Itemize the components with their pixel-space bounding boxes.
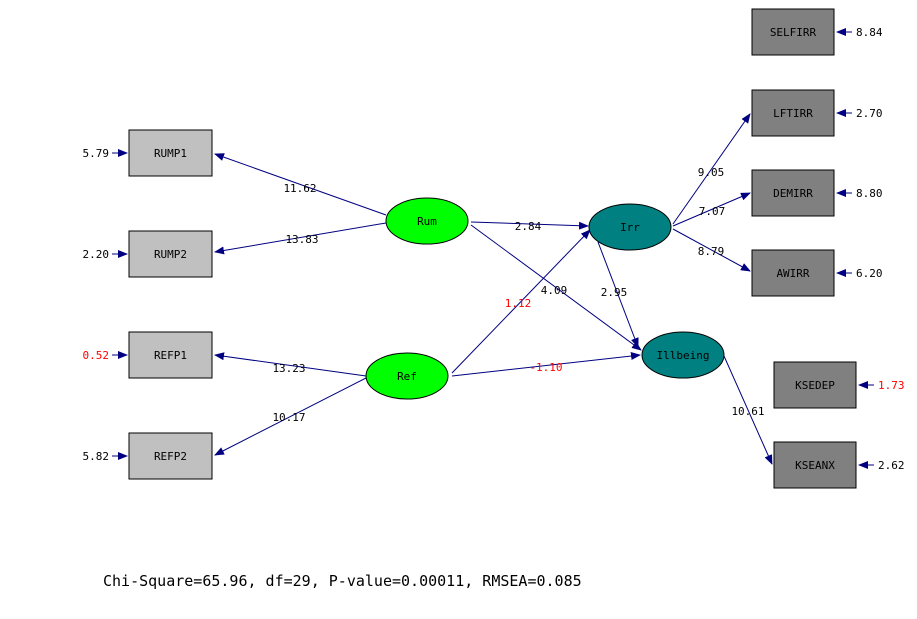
path-ref-to-refp2-coefficient: 10.17	[272, 411, 305, 424]
observed-refp1-label: REFP1	[154, 349, 187, 362]
observed-rump1-label: RUMP1	[154, 147, 187, 160]
path-irr-to-demirr-line	[672, 192, 751, 227]
observed-kseanx-box	[773, 441, 857, 489]
path-illbeing-to-kseanx-coefficient: 10.61	[731, 405, 764, 418]
latent-illbeing-label: Illbeing	[657, 349, 710, 362]
path-illbeing-to-kseanx-line	[723, 355, 773, 465]
observed-refp2-label: REFP2	[154, 450, 187, 463]
observed-lftirr-error-variance: 2.70	[856, 107, 883, 120]
observed-demirr-error-variance: 8.80	[856, 187, 883, 200]
latent-irr-label: Irr	[620, 221, 640, 234]
path-rum-to-rump2-line	[214, 222, 387, 255]
path-ref-to-refp1-coefficient: 13.23	[272, 362, 305, 375]
observed-rump2-label: RUMP2	[154, 248, 187, 261]
path-rum-to-rump1-line	[214, 153, 387, 216]
observed-rump2-error-variance: 2.20	[83, 248, 110, 261]
observed-awirr-label: AWIRR	[776, 267, 809, 280]
path-ref-to-refp2-line	[214, 377, 367, 456]
latent-illbeing-ellipse	[641, 331, 725, 379]
path-ref-to-illbeing-coefficient: -1.10	[529, 361, 562, 374]
labels-layer: 11.62 13.83 13.23 10.17 2.84 4.09 1.12 -1.10 2.9…	[83, 26, 905, 472]
observed-rump1-error-variance: 5.79	[83, 147, 110, 160]
observed-selfirr-label: SELFIRR	[770, 26, 817, 39]
observed-kseanx-label: KSEANX	[795, 459, 835, 472]
fit-statistics: Chi-Square=65.96, df=29, P-value=0.00011…	[103, 572, 582, 590]
observed-lftirr-label: LFTIRR	[773, 107, 813, 120]
observed-refp1-box	[128, 331, 213, 379]
edges-layer	[112, 28, 874, 469]
path-irr-to-awirr-line	[672, 228, 751, 272]
observed-refp2-box	[128, 432, 213, 480]
observed-selfirr-error-variance: 8.84	[856, 26, 883, 39]
path-rum-to-irr-line	[470, 221, 589, 230]
path-irr-to-lftirr-line	[672, 113, 751, 225]
observed-demirr-label: DEMIRR	[773, 187, 813, 200]
path-rum-to-irr-coefficient: 2.84	[515, 220, 542, 233]
path-ref-to-illbeing-line	[451, 352, 641, 377]
path-ref-to-refp1-line	[214, 352, 367, 377]
observed-rump1-box	[128, 129, 213, 177]
path-irr-to-awirr-coefficient: 8.79	[698, 245, 725, 258]
observed-rump2-box	[128, 230, 213, 278]
path-irr-to-lftirr-coefficient: 9.05	[698, 166, 725, 179]
observed-demirr-box	[751, 169, 835, 217]
observed-refp1-error-variance: 0.52	[83, 349, 110, 362]
path-ref-to-irr-line	[451, 229, 591, 374]
path-rum-to-illbeing-coefficient: 4.09	[541, 284, 568, 297]
observed-lftirr-box	[751, 89, 835, 137]
path-irr-to-demirr-coefficient: 7.07	[699, 205, 726, 218]
path-rum-to-rump2-coefficient: 13.83	[285, 233, 318, 246]
nodes-layer: SELFIRR LFTIRR DEMIRR AWIRR KSEDEP KSEANX RUMP…	[128, 8, 857, 489]
latent-ref-ellipse	[365, 352, 449, 400]
path-irr-to-illbeing-coefficient: 2.95	[601, 286, 628, 299]
path-rum-to-rump1-coefficient: 11.62	[283, 182, 316, 195]
latent-irr-ellipse	[588, 203, 672, 251]
observed-awirr-error-variance: 6.20	[856, 267, 883, 280]
observed-ksedep-error-variance: 1.73	[878, 379, 905, 392]
latent-ref-label: Ref	[397, 370, 417, 383]
observed-selfirr-box	[751, 8, 835, 56]
path-rum-to-illbeing-line	[470, 224, 642, 351]
observed-kseanx-error-variance: 2.62	[878, 459, 905, 472]
observed-awirr-box	[751, 249, 835, 297]
path-ref-to-irr-coefficient: 1.12	[505, 297, 532, 310]
observed-ksedep-label: KSEDEP	[795, 379, 835, 392]
path-irr-to-illbeing-line	[597, 241, 639, 348]
observed-refp2-error-variance: 5.82	[83, 450, 110, 463]
observed-ksedep-box	[773, 361, 857, 409]
latent-rum-ellipse	[385, 197, 469, 245]
latent-rum-label: Rum	[417, 215, 437, 228]
